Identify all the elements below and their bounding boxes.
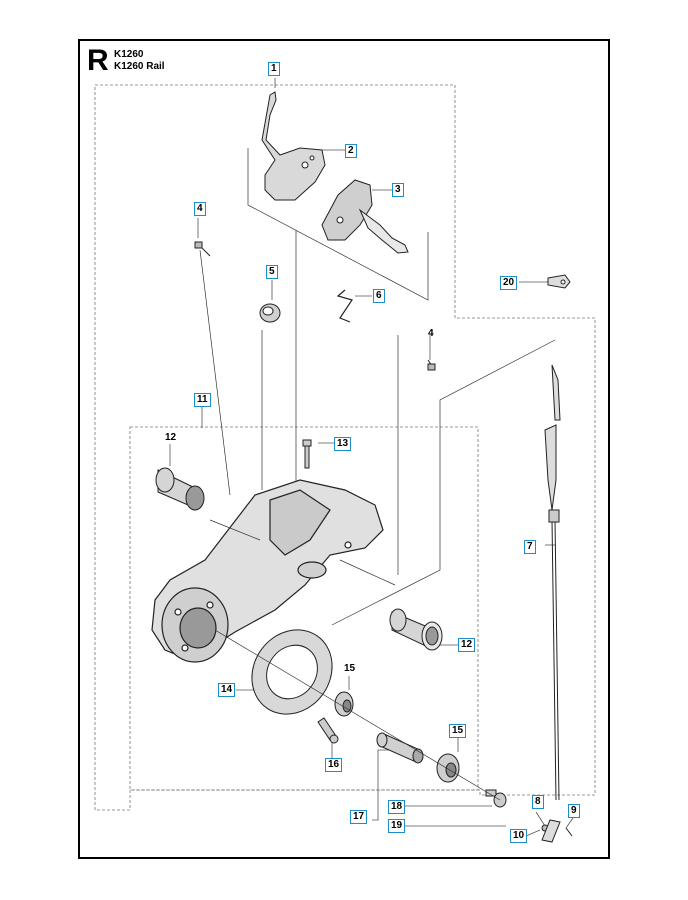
- callout-15a: 15: [344, 663, 356, 674]
- callout-15b: 15: [449, 724, 467, 738]
- cable-part: [544, 364, 561, 801]
- handle-part: [261, 91, 326, 201]
- callout-14: 14: [218, 683, 236, 697]
- callout-8: 8: [532, 795, 544, 809]
- screw-part-2: [427, 359, 436, 371]
- callout-2: 2: [345, 144, 357, 158]
- section-letter: R: [87, 44, 109, 77]
- callout-16: 16: [325, 758, 343, 772]
- bushing-part-2: [389, 608, 443, 651]
- ring-part: [251, 629, 333, 715]
- arm-body-part: [151, 479, 384, 663]
- screw-part: [194, 241, 211, 257]
- diagram-frame: [78, 39, 610, 859]
- callout-9: 9: [568, 804, 580, 818]
- axis-lines: [199, 249, 501, 801]
- callout-12a: 12: [165, 432, 177, 443]
- callout-20: 20: [500, 276, 518, 290]
- callout-10: 10: [510, 829, 528, 843]
- callout-19: 19: [388, 819, 406, 833]
- context-frames: [247, 148, 556, 626]
- lug-part: [547, 274, 571, 289]
- model-name-rail: K1260 Rail: [114, 61, 165, 72]
- group-outline-1: [94, 84, 596, 811]
- callout-12b: 12: [458, 638, 476, 652]
- callout-13: 13: [334, 437, 352, 451]
- bolt-part-18: [485, 789, 507, 808]
- bearing-part: [334, 691, 460, 783]
- bolt-part: [302, 439, 312, 469]
- group-outlines: [94, 84, 596, 811]
- shaft-part: [376, 732, 424, 764]
- callout-18: 18: [388, 800, 406, 814]
- callout-1: 1: [268, 62, 280, 76]
- clip-part: [336, 289, 353, 323]
- callout-17: 17: [350, 810, 368, 824]
- model-name: K1260: [114, 49, 144, 60]
- leader-lines: [169, 78, 574, 837]
- callout-3: 3: [392, 183, 404, 197]
- switch-part: [321, 179, 409, 254]
- callout-6: 6: [373, 289, 385, 303]
- callout-7: 7: [524, 540, 536, 554]
- callout-11: 11: [194, 393, 211, 407]
- screw-part-16: [317, 717, 339, 744]
- callout-4b: 4: [428, 328, 434, 339]
- callout-4a: 4: [194, 202, 206, 216]
- callout-5: 5: [266, 265, 278, 279]
- group-outline-11: [129, 426, 479, 791]
- small-parts: [541, 819, 573, 843]
- bushing-part: [155, 467, 205, 511]
- cap-part: [259, 303, 281, 323]
